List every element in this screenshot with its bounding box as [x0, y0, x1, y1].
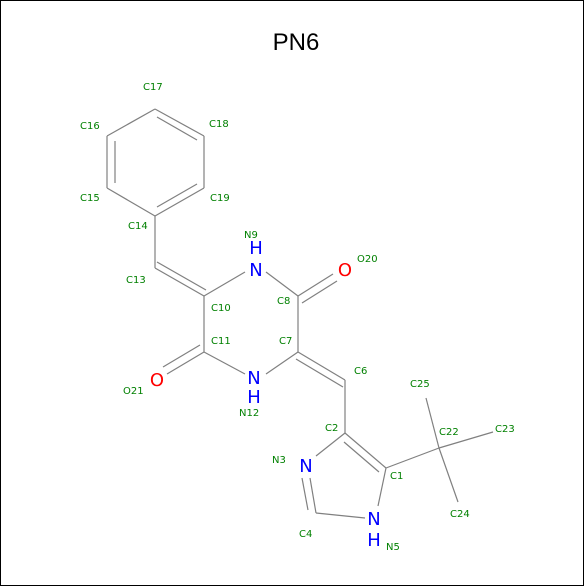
- bond-c11-o21-double: [162, 344, 201, 368]
- bond-n9-c8: [265, 271, 299, 297]
- atom-label-c23: C23: [495, 424, 515, 435]
- heteroatom-symbols: H N N H N N H O O: [150, 238, 381, 551]
- n5-hydrogen: H: [367, 530, 381, 551]
- bond-c8-o20-double: [301, 280, 338, 304]
- bond-c2-c1: [344, 432, 387, 469]
- bond-c2-n3: [315, 432, 346, 457]
- bond-c16-c17: [106, 108, 156, 137]
- bond-c1-c22: [385, 447, 440, 469]
- bonds: [106, 108, 494, 519]
- bond-c19-c14-inner: [156, 183, 198, 208]
- atom-label-c14: C14: [128, 221, 148, 232]
- atom-label-c18: C18: [209, 119, 229, 130]
- bond-c17-c18: [154, 108, 205, 137]
- atom-label-n5: N5: [386, 542, 400, 553]
- atom-label-c16: C16: [80, 121, 100, 132]
- atom-labels: C17 C16 C18 C15 C19 C14 N9 O20 C13 C8 C1…: [80, 82, 515, 553]
- atom-label-c17: C17: [143, 82, 163, 93]
- bond-n12-c11: [203, 351, 246, 375]
- atom-label-c10: C10: [211, 303, 231, 314]
- n9-symbol: N: [249, 260, 262, 281]
- n12-symbol: N: [247, 368, 260, 389]
- o20-symbol: O: [338, 260, 352, 281]
- bond-c7-c6: [297, 351, 346, 381]
- bond-c11-o21: [166, 351, 205, 375]
- bond-c10-n9: [203, 271, 246, 297]
- bond-c7-c6-double: [295, 358, 344, 388]
- n3-symbol: N: [299, 456, 312, 477]
- atom-label-c2: C2: [325, 423, 338, 434]
- n5-symbol: N: [367, 509, 380, 530]
- atom-label-n3: N3: [272, 455, 286, 466]
- bond-c14-c15: [106, 187, 156, 217]
- bond-n5-c1: [377, 467, 387, 507]
- atom-label-n9: N9: [244, 230, 258, 241]
- bond-c22-c23: [438, 431, 494, 449]
- n9-hydrogen: H: [249, 238, 263, 259]
- atom-label-c22: C22: [439, 427, 459, 438]
- bond-n3-c4-double: [301, 477, 309, 511]
- atom-label-c4: C4: [299, 529, 312, 540]
- atom-label-c19: C19: [210, 193, 230, 204]
- atom-label-c13: C13: [126, 275, 146, 286]
- molecule-title: PN6: [273, 29, 320, 56]
- atom-label-o21: O21: [123, 386, 144, 397]
- bond-c4-n5: [315, 512, 366, 519]
- bond-c17-c18-inner: [156, 116, 198, 141]
- atom-label-c24: C24: [450, 509, 470, 520]
- atom-label-c15: C15: [80, 193, 100, 204]
- bond-c22-c25: [425, 397, 440, 449]
- atom-label-o20: O20: [357, 254, 378, 265]
- bond-n3-c4: [309, 477, 317, 514]
- bond-c22-c24: [438, 447, 459, 503]
- bond-c13-c10: [154, 267, 205, 297]
- bond-c13-c10-double: [156, 261, 207, 291]
- atom-label-c1: C1: [390, 471, 403, 482]
- atom-label-c6: C6: [354, 366, 367, 377]
- o21-symbol: O: [150, 370, 164, 391]
- bond-c19-c14: [154, 187, 205, 217]
- bond-c2-c1-double: [343, 441, 380, 473]
- atom-label-c8: C8: [277, 296, 290, 307]
- atom-label-c7: C7: [279, 336, 292, 347]
- n12-hydrogen: H: [247, 387, 261, 408]
- atom-label-n12: N12: [239, 408, 259, 419]
- atom-label-c25: C25: [410, 379, 430, 390]
- bond-c8-o20: [297, 273, 334, 297]
- bond-c7-n12: [265, 351, 299, 375]
- atom-label-c11: C11: [211, 336, 231, 347]
